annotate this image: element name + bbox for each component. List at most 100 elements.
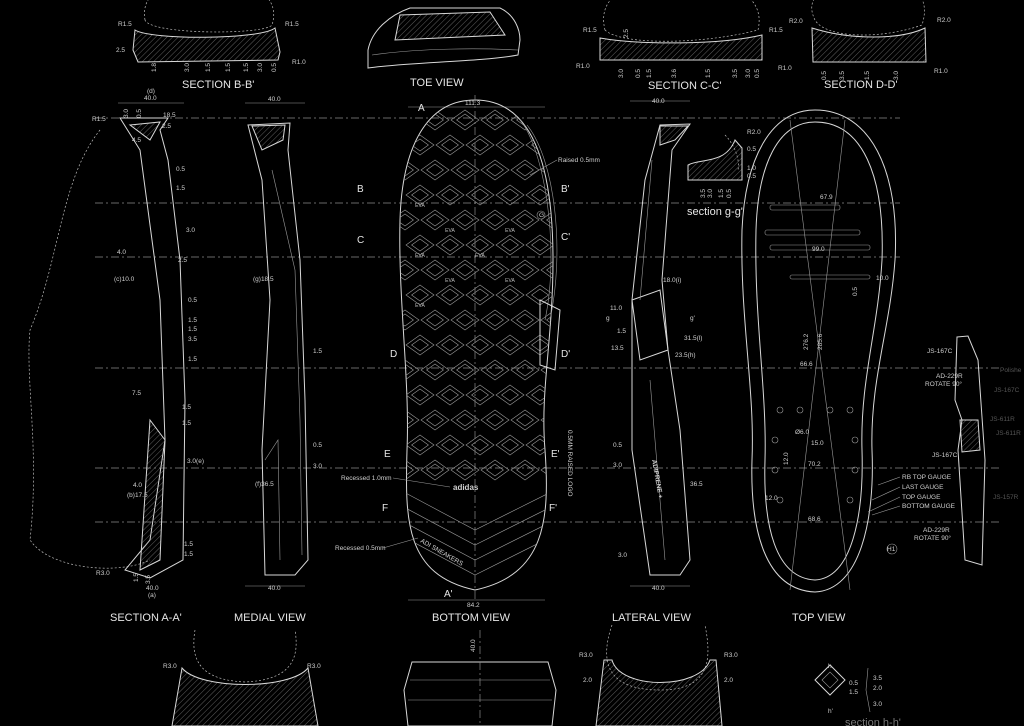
part-label: JS-167C — [927, 348, 953, 355]
part-label: JS-167C — [932, 452, 958, 459]
tread-diamond — [525, 234, 553, 256]
hole — [851, 436, 859, 444]
section-gg-title: section g-g' — [687, 206, 743, 218]
dim: R3.0 — [579, 652, 593, 659]
gauge-label: TOP GAUGE — [902, 494, 941, 501]
dim: 2.5 — [623, 29, 630, 38]
tread-diamond — [516, 263, 534, 277]
dim: 0.5 — [313, 442, 322, 449]
tread-diamond — [405, 134, 435, 156]
dim: 12.0 — [783, 452, 790, 465]
tread-diamond — [465, 184, 495, 206]
dim: 3.0 — [618, 69, 625, 78]
tread-diamond — [501, 188, 519, 202]
tread-diamond — [471, 338, 489, 352]
tread-diamond — [441, 338, 459, 352]
medial-view: 40.0 (g)18.5 1.5 0.5 3.0 (f)36.5 40.0 ME… — [234, 96, 322, 624]
dim: 1.5 — [705, 69, 712, 78]
dim: 18.0(i) — [663, 277, 681, 284]
marker-g: G — [539, 212, 544, 219]
tread-diamond — [501, 388, 519, 402]
dim: R3.0 — [163, 663, 177, 670]
dim: 0.5 — [188, 297, 197, 304]
tread-diamond — [456, 113, 474, 127]
tread-diamond — [441, 438, 459, 452]
dim: R1.0 — [576, 63, 590, 70]
eva-labels: EVA EVA EVA EVA EVA EVA EVA EVA — [415, 203, 515, 309]
dim: 1.5 — [182, 404, 191, 411]
cut-label: A — [418, 103, 425, 114]
tread-diamond — [456, 363, 474, 377]
tread-diamond — [456, 213, 474, 227]
tread-diamond — [435, 234, 465, 256]
tread-diamond — [516, 463, 534, 477]
tread-diamond — [525, 284, 553, 306]
gauge-label: RB TOP GAUGE — [902, 474, 952, 481]
dim: 67.9 — [820, 194, 833, 201]
dim: 0.5 — [176, 166, 185, 173]
section-dd: R2.0 R2.0 R1.0 0.5 3.5 1.5 3.0 SECTION D… — [789, 0, 951, 91]
dim: 3.0 — [613, 462, 622, 469]
recessed-note-2: Recessed 0.5mm — [335, 545, 386, 552]
part-label: AD-229R — [923, 527, 950, 534]
tread-diamond — [562, 289, 579, 301]
tread-diamond — [426, 463, 444, 477]
tread-diamond — [441, 288, 459, 302]
dim: (c)10.0 — [114, 276, 135, 283]
dim: 0.5 — [754, 69, 761, 78]
dim: 7.5 — [132, 390, 141, 397]
brand-logo: adidas — [453, 483, 479, 492]
dim: (a) — [148, 592, 156, 599]
dim: R1.5 — [769, 27, 783, 34]
dim: 276.2 — [803, 333, 810, 350]
dim: R1.0 — [934, 68, 948, 75]
dim: 10.0 — [876, 275, 889, 282]
tread-diamond — [546, 413, 553, 427]
tread-diamond — [495, 184, 525, 206]
tread-diamond — [405, 434, 435, 456]
tread-diamond — [450, 109, 480, 131]
cut-label: C' — [561, 232, 570, 243]
dim: 4.0 — [133, 482, 142, 489]
tread-diamond — [495, 234, 525, 256]
dim: R3.0 — [724, 652, 738, 659]
dim: R3.0 — [307, 663, 321, 670]
tread-diamond — [465, 334, 495, 356]
tread-diamond — [456, 463, 474, 477]
hole — [776, 406, 784, 414]
tread-diamond — [465, 284, 495, 306]
dim: 1.5 — [188, 317, 197, 324]
tread-diamond — [420, 409, 450, 431]
tread-diamond — [420, 159, 450, 181]
tread-pattern — [399, 109, 584, 481]
tread-diamond — [405, 384, 435, 406]
tread-diamond — [411, 438, 429, 452]
side-part: JS-167C AD-229R ROTATE 90° JS-167C AD-22… — [914, 335, 1022, 566]
brand-text: ADIPRENE + — [650, 459, 664, 499]
tread-diamond — [501, 288, 519, 302]
dim: 3.0 — [257, 63, 264, 72]
tread-diamond — [450, 259, 480, 281]
tread-diamond — [471, 188, 489, 202]
dim: R2.0 — [747, 129, 761, 136]
tread-diamond — [510, 309, 540, 331]
tread-diamond — [516, 313, 534, 327]
tread-diamond — [540, 409, 553, 431]
tread-diamond — [480, 259, 510, 281]
tread-diamond — [501, 438, 519, 452]
dim: R1.5 — [583, 27, 597, 34]
dim: R3.0 — [96, 570, 110, 577]
dim: 18.5 — [163, 112, 176, 119]
top-view-slots — [764, 204, 871, 280]
tread-diamond — [516, 113, 534, 127]
section-aa-title: SECTION A-A' — [110, 612, 182, 624]
tread-diamond — [450, 459, 480, 481]
tread-diamond — [556, 135, 584, 155]
tread-diamond — [480, 109, 510, 131]
tread-diamond — [420, 209, 450, 231]
dim: 1.5 — [849, 689, 858, 696]
tread-diamond — [441, 138, 459, 152]
tread-diamond — [540, 209, 553, 231]
eva-label: EVA — [505, 228, 515, 234]
